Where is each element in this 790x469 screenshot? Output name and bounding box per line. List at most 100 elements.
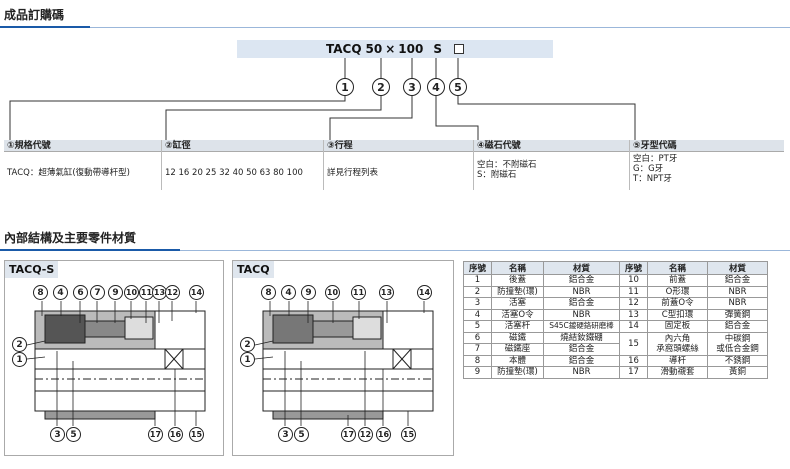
cell: O形環 bbox=[647, 285, 708, 298]
cell: 16 bbox=[619, 354, 648, 367]
spec-bore-value: 12 16 20 25 32 40 50 63 80 100 bbox=[165, 168, 303, 178]
cell: 內六角 承窩頭螺絲 bbox=[647, 331, 708, 356]
code-thread-box bbox=[454, 44, 465, 54]
cell: NBR bbox=[543, 308, 620, 321]
cell: 3 bbox=[463, 297, 492, 310]
spec-col-model: ①規格代號 TACQ：超薄氣缸(復動帶導杆型) bbox=[4, 140, 162, 190]
cell: 10 bbox=[619, 274, 648, 287]
right-callout-9: 9 bbox=[301, 285, 316, 300]
cell: 5 bbox=[463, 320, 492, 333]
left-callout-14: 14 bbox=[189, 285, 204, 300]
cell: 滑動襯套 bbox=[647, 366, 708, 379]
spec-head-model: ①規格代號 bbox=[4, 140, 161, 152]
cell: 2 bbox=[463, 285, 492, 298]
left-callout-13: 13 bbox=[152, 285, 167, 300]
left-callout-2: 2 bbox=[12, 337, 27, 352]
cylinder-cutaway-drawing bbox=[26, 301, 206, 426]
cell: 磁鐵座 bbox=[491, 343, 544, 356]
cell: 4 bbox=[463, 308, 492, 321]
right-callout-4: 4 bbox=[281, 285, 296, 300]
cell: 17 bbox=[619, 366, 648, 379]
callout-3: 3 bbox=[403, 78, 421, 96]
col-header-name: 名稱 bbox=[491, 261, 544, 275]
cell: NBR bbox=[543, 285, 620, 298]
section-rule bbox=[0, 26, 90, 28]
cell: 1 bbox=[463, 274, 492, 287]
cell: 8 bbox=[463, 354, 492, 367]
col-header-no: 序號 bbox=[463, 261, 492, 275]
right-callout-2: 2 bbox=[240, 337, 255, 352]
left-callout-8: 8 bbox=[33, 285, 48, 300]
cell: 活塞 bbox=[491, 297, 544, 310]
right-callout-16: 16 bbox=[376, 427, 391, 442]
cell: 前蓋O令 bbox=[647, 297, 708, 310]
diagram-label-left: TACQ-S bbox=[5, 261, 59, 278]
cell: 黃銅 bbox=[707, 366, 768, 379]
left-callout-10: 10 bbox=[124, 285, 139, 300]
right-callout-10: 10 bbox=[325, 285, 340, 300]
cell: S45C鍍硬鉻研磨棒 bbox=[543, 320, 620, 333]
cell: 鋁合金 bbox=[707, 274, 768, 287]
left-callout-4: 4 bbox=[53, 285, 68, 300]
order-code-bar: TACQ 50 × 100 S bbox=[237, 40, 553, 58]
cell: 不銹鋼 bbox=[707, 354, 768, 367]
left-callout-12: 12 bbox=[165, 285, 180, 300]
left-callout-3: 3 bbox=[50, 427, 65, 442]
spec-col-magnet: ④磁石代號 空白：不附磁石 S：附磁石 bbox=[474, 140, 630, 190]
cell: 防撞墊(環) bbox=[491, 366, 544, 379]
parts-table-header: 序號 名稱 材質 序號 名稱 材質 bbox=[463, 261, 768, 275]
right-callout-3: 3 bbox=[278, 427, 293, 442]
left-callout-15: 15 bbox=[189, 427, 204, 442]
cylinder-cutaway-drawing bbox=[254, 301, 434, 426]
col-header-no: 序號 bbox=[619, 261, 648, 275]
cell: 活塞O令 bbox=[491, 308, 544, 321]
spec-head-stroke: ③行程 bbox=[324, 140, 473, 152]
col-header-name: 名稱 bbox=[647, 261, 708, 275]
callout-2: 2 bbox=[372, 78, 390, 96]
cell: 鋁合金 bbox=[707, 320, 768, 333]
cell: 鋁合金 bbox=[543, 274, 620, 287]
left-callout-5: 5 bbox=[66, 427, 81, 442]
cell: 6 bbox=[463, 331, 492, 344]
cell: 固定板 bbox=[647, 320, 708, 333]
spec-thread-value-1: 空白：PT牙 bbox=[633, 154, 678, 164]
diagram-panel-right: TACQ 8 4 9 10 11 bbox=[232, 260, 454, 456]
left-callout-9: 9 bbox=[108, 285, 123, 300]
right-callout-8: 8 bbox=[261, 285, 276, 300]
cell: 彈簧鋼 bbox=[707, 308, 768, 321]
spec-magnet-value-1: 空白：不附磁石 bbox=[477, 160, 537, 170]
right-callout-11: 11 bbox=[351, 285, 366, 300]
section-rule-thin bbox=[90, 27, 790, 28]
right-callout-1: 1 bbox=[240, 352, 255, 367]
spec-stroke-value: 詳見行程列表 bbox=[327, 168, 379, 178]
cell: 14 bbox=[619, 320, 648, 333]
right-callout-17: 17 bbox=[341, 427, 356, 442]
left-callout-7: 7 bbox=[90, 285, 105, 300]
cell: 13 bbox=[619, 308, 648, 321]
cell: 後蓋 bbox=[491, 274, 544, 287]
diagram-panel-left: TACQ-S 8 4 6 bbox=[4, 260, 224, 456]
cell: 15 bbox=[619, 331, 648, 356]
cell: 磁鐵 bbox=[491, 331, 544, 344]
spec-table: ①規格代號 TACQ：超薄氣缸(復動帶導杆型) ②缸徑 12 16 20 25 … bbox=[4, 140, 784, 190]
cell: NBR bbox=[707, 297, 768, 310]
order-section-title: 成品訂購碼 bbox=[4, 8, 65, 22]
col-header-material: 材質 bbox=[543, 261, 620, 275]
spec-thread-value-3: T：NPT牙 bbox=[633, 174, 672, 184]
diagram-label-right: TACQ bbox=[233, 261, 274, 278]
code-stroke: 100 bbox=[398, 42, 424, 56]
section-rule-thin bbox=[180, 250, 790, 251]
cell: 導杆 bbox=[647, 354, 708, 367]
spec-head-magnet: ④磁石代號 bbox=[474, 140, 629, 152]
spec-head-bore: ②缸徑 bbox=[162, 140, 323, 152]
right-callout-13: 13 bbox=[379, 285, 394, 300]
code-bore: 50 bbox=[365, 42, 383, 56]
spec-magnet-value-2: S：附磁石 bbox=[477, 170, 517, 180]
right-callout-5: 5 bbox=[294, 427, 309, 442]
code-magnet: S bbox=[433, 42, 443, 56]
cell: NBR bbox=[543, 366, 620, 379]
